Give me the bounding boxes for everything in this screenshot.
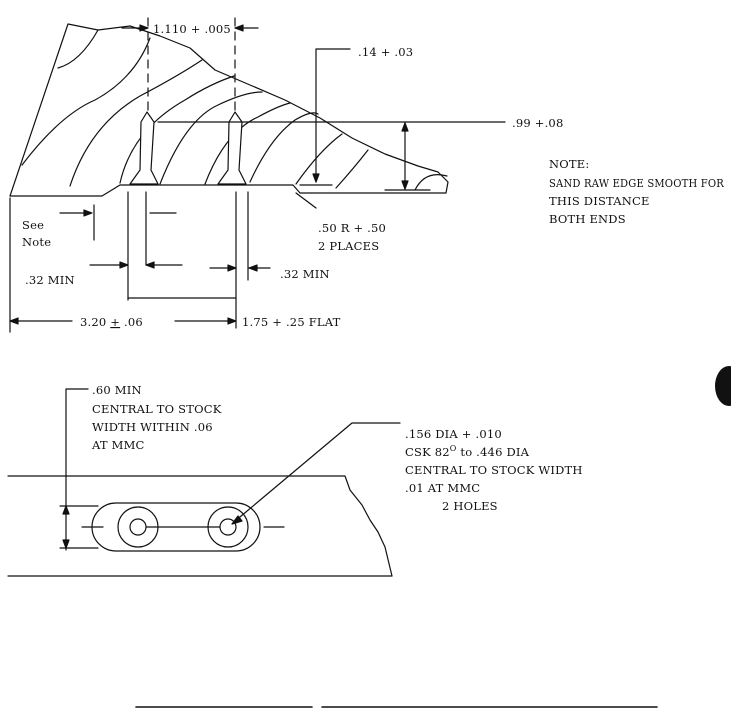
note-line: SAND RAW EDGE SMOOTH FOR bbox=[549, 176, 724, 190]
dim-height: .99 +.08 bbox=[512, 116, 563, 130]
note-line: THIS DISTANCE bbox=[549, 194, 650, 208]
grain-line bbox=[21, 37, 151, 166]
dim-flat: 1.75 + .25 FLAT bbox=[242, 315, 341, 329]
leader-line bbox=[315, 48, 351, 183]
hole-note: 2 HOLES bbox=[442, 499, 498, 513]
arrowhead bbox=[231, 515, 243, 525]
see-note-label: See bbox=[22, 218, 44, 232]
grain-line bbox=[414, 174, 448, 191]
grain-line bbox=[204, 102, 291, 185]
see-note-label: Note bbox=[22, 235, 51, 249]
edge-note: AT MMC bbox=[91, 438, 145, 452]
arrowhead bbox=[83, 209, 93, 217]
grain-line bbox=[119, 75, 235, 184]
dim-edge-min: .60 MIN bbox=[92, 383, 142, 397]
hole-note: CSK 82O to .446 DIA bbox=[405, 444, 530, 459]
dim-radius: .50 R + .50 bbox=[318, 221, 386, 235]
arrowhead bbox=[139, 24, 149, 32]
dim-min-right: .32 MIN bbox=[280, 267, 330, 281]
arrowhead bbox=[227, 317, 237, 325]
arrowhead bbox=[401, 122, 409, 132]
arrowhead bbox=[9, 317, 19, 325]
arrowhead bbox=[227, 264, 237, 272]
hole-note: CENTRAL TO STOCK WIDTH bbox=[405, 463, 583, 477]
grain-line bbox=[69, 59, 203, 187]
block-outline bbox=[9, 23, 449, 197]
stock-outline bbox=[7, 475, 393, 577]
fastener-right bbox=[217, 111, 247, 185]
grain-line bbox=[159, 91, 263, 185]
arrowhead bbox=[62, 505, 70, 515]
note-line: BOTH ENDS bbox=[549, 212, 626, 226]
arrowhead bbox=[119, 261, 129, 269]
edge-note: CENTRAL TO STOCK bbox=[92, 402, 222, 416]
hole-note: .156 DIA + .010 bbox=[405, 427, 502, 441]
hole-left bbox=[129, 518, 147, 536]
arrowhead bbox=[312, 173, 320, 183]
leader-line bbox=[233, 422, 401, 523]
dim-countersink-depth: .14 + .03 bbox=[358, 45, 413, 59]
fastener-left bbox=[129, 111, 159, 185]
grain-line bbox=[335, 149, 369, 189]
arrowhead bbox=[248, 264, 258, 272]
edge-note: WIDTH WITHIN .06 bbox=[92, 420, 213, 434]
dim-hole-spacing: 1.110 + .005 bbox=[153, 22, 231, 36]
note-title: NOTE: bbox=[549, 157, 589, 171]
dim-min-left: .32 MIN bbox=[25, 273, 75, 287]
grain-line bbox=[295, 133, 343, 185]
hole-note: .01 AT MMC bbox=[405, 481, 480, 495]
arrowhead bbox=[62, 539, 70, 549]
leader-line bbox=[65, 388, 89, 551]
grain-line bbox=[57, 29, 99, 69]
dim-radius-places: 2 PLACES bbox=[318, 239, 379, 253]
arrowhead bbox=[401, 180, 409, 190]
grain-line bbox=[249, 112, 319, 183]
slot-outline bbox=[91, 502, 261, 552]
dim-overall: 3.20 + .06 bbox=[80, 315, 143, 329]
edge-marker bbox=[715, 366, 731, 406]
arrowhead bbox=[145, 261, 155, 269]
arrowhead bbox=[234, 24, 244, 32]
leader-line bbox=[295, 192, 317, 209]
